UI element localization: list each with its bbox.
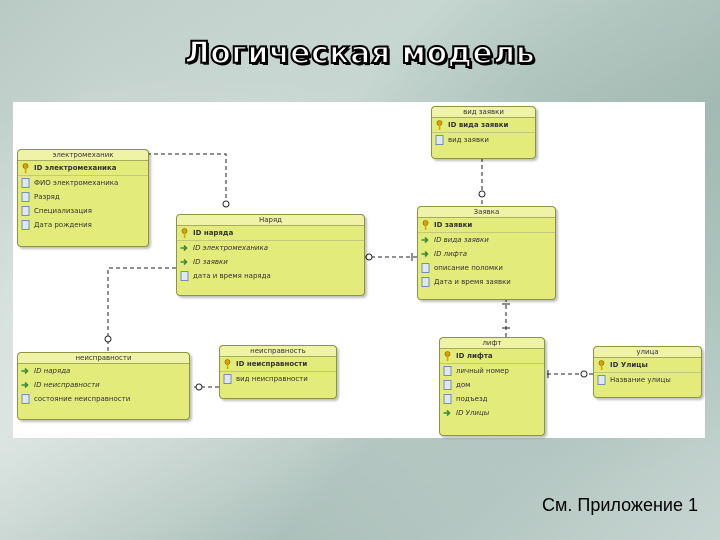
entity-field: ID заявки [418, 218, 555, 233]
entity-title: неисправность [220, 346, 336, 357]
entity-field: ID вида заявки [418, 233, 555, 247]
entity-field: ID лифта [418, 247, 555, 261]
entity-field: Разряд [18, 190, 148, 204]
field-icon [421, 263, 430, 273]
field-icon [21, 220, 30, 230]
entity-field: ID Улицы [440, 406, 544, 420]
foreign-key-icon [180, 258, 188, 266]
entity-field: ID неисправности [220, 357, 336, 372]
foreign-key-icon [21, 381, 29, 389]
entity-lift: лифт ID лифта личный номер дом подъезд I… [439, 337, 545, 436]
key-icon [598, 360, 605, 370]
entity-field: ID заявки [177, 255, 364, 269]
caption: См. Приложение 1 [542, 495, 698, 515]
key-icon [444, 351, 451, 361]
entity-field: ID лифта [440, 349, 544, 364]
entity-field: ID электромеханика [18, 161, 148, 176]
entity-order: Наряд ID наряда ID электромеханика ID за… [176, 214, 365, 296]
field-icon [223, 374, 232, 384]
foreign-key-icon [443, 409, 451, 417]
entity-request: Заявка ID заявки ID вида заявки ID лифта… [417, 206, 556, 300]
field-icon [21, 206, 30, 216]
entity-field: дом [440, 378, 544, 392]
field-icon [443, 366, 452, 376]
entity-field: ФИО электромеханика [18, 176, 148, 190]
field-icon [435, 135, 444, 145]
foreign-key-icon [21, 367, 29, 375]
entity-title: Наряд [177, 215, 364, 226]
entity-field: ID наряда [18, 364, 189, 378]
entity-fault: неисправность ID неисправности вид неисп… [219, 345, 337, 399]
entity-title: вид заявки [432, 107, 535, 118]
entity-field: Дата рождения [18, 218, 148, 232]
field-icon [180, 271, 189, 281]
field-icon [443, 380, 452, 390]
field-icon [21, 178, 30, 188]
entity-field: дата и время наряда [177, 269, 364, 283]
entity-field: описание поломки [418, 261, 555, 275]
link-end-marker [478, 190, 486, 198]
entity-field: вид неисправности [220, 372, 336, 386]
entity-title: Заявка [418, 207, 555, 218]
entity-field: Дата и время заявки [418, 275, 555, 289]
entity-title: улица [594, 347, 701, 358]
link-end-marker [580, 370, 588, 378]
field-icon [21, 394, 30, 404]
entity-title: электромеханик [18, 150, 148, 161]
slide-title: Логическая модель [184, 35, 536, 72]
key-icon [224, 359, 231, 369]
entity-title: лифт [440, 338, 544, 349]
foreign-key-icon [421, 236, 429, 244]
link-end-marker [104, 335, 112, 343]
entity-field: ID неисправности [18, 378, 189, 392]
link-end-marker [195, 383, 203, 391]
key-icon [422, 220, 429, 230]
entity-request-type: вид заявки ID вида заявки вид заявки [431, 106, 536, 159]
link-end-marker [222, 200, 230, 208]
field-icon [421, 277, 430, 287]
field-icon [21, 192, 30, 202]
entity-field: ID наряда [177, 226, 364, 241]
entity-field: ID электромеханика [177, 241, 364, 255]
key-icon [436, 120, 443, 130]
field-icon [443, 394, 452, 404]
relationship-lines [104, 150, 593, 391]
foreign-key-icon [421, 250, 429, 258]
entity-faults: неисправности ID наряда ID неисправности… [17, 352, 190, 420]
entity-title: неисправности [18, 353, 189, 364]
field-icon [597, 375, 606, 385]
entity-field: подъезд [440, 392, 544, 406]
link-order-faults [107, 267, 176, 352]
link-end-marker [365, 253, 373, 261]
entity-field: состояние неисправности [18, 392, 189, 406]
key-icon [22, 163, 29, 173]
entity-electromechanic: электромеханик ID электромеханика ФИО эл… [17, 149, 149, 247]
er-diagram: электромеханик ID электромеханика ФИО эл… [13, 102, 705, 438]
link-electromech-order [147, 153, 227, 208]
key-icon [181, 228, 188, 238]
entity-street: улица ID Улицы Название улицы [593, 346, 702, 398]
entity-field: ID вида заявки [432, 118, 535, 133]
entity-field: Название улицы [594, 373, 701, 387]
entity-field: личный номер [440, 364, 544, 378]
foreign-key-icon [180, 244, 188, 252]
entity-field: Специализация [18, 204, 148, 218]
entity-field: ID Улицы [594, 358, 701, 373]
entity-field: вид заявки [432, 133, 535, 147]
